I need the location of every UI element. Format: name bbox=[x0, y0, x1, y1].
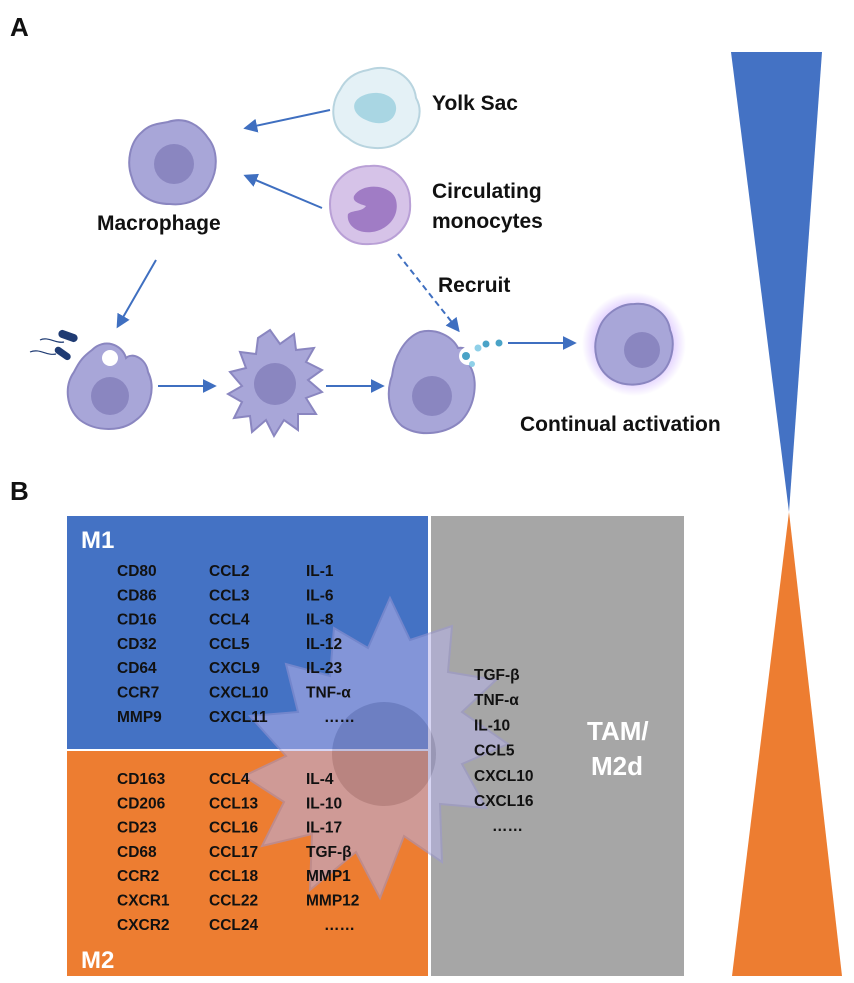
orange-wedge bbox=[732, 512, 842, 976]
m2-col3-item: IL-17 bbox=[306, 820, 342, 837]
yolk-sac-cell bbox=[332, 67, 421, 149]
m2-col3-item: TGF-β bbox=[306, 844, 352, 861]
tam-list-item: CXCL10 bbox=[474, 768, 533, 785]
tam-list-item: TNF-α bbox=[474, 692, 519, 709]
m1-col1-item: CD80 bbox=[117, 563, 157, 580]
m1-title: M1 bbox=[81, 527, 114, 554]
tam-list-item: TGF-β bbox=[474, 667, 520, 684]
m2-col1-item: CD163 bbox=[117, 771, 166, 788]
m2-col2-item: CCL4 bbox=[209, 771, 250, 788]
m1-col1-item: CD16 bbox=[117, 612, 157, 629]
m1-col3-item: TNF-α bbox=[306, 685, 351, 702]
m2-col2-item: CCL24 bbox=[209, 917, 258, 934]
arrow-monocyte-to-macrophage bbox=[243, 173, 323, 209]
m1-col3-item: …… bbox=[324, 709, 355, 726]
blue-wedge bbox=[731, 52, 822, 512]
m1-col2-item: CXCL9 bbox=[209, 660, 260, 677]
m1-col1-item: CCR7 bbox=[117, 685, 159, 702]
circulating-label-line2: monocytes bbox=[432, 210, 543, 233]
m1-col1-item: CD32 bbox=[117, 636, 157, 653]
bacteria-icon bbox=[29, 329, 78, 361]
continual-activation-label: Continual activation bbox=[520, 413, 721, 436]
large-macrophage-overlay bbox=[241, 595, 511, 901]
secreting-macrophage-cell bbox=[387, 330, 477, 435]
m2-col1-item: CD206 bbox=[117, 795, 166, 812]
m1-col3-item: IL-23 bbox=[306, 660, 343, 677]
m2-title: M2 bbox=[81, 947, 114, 974]
macrophage-cell bbox=[128, 119, 217, 206]
circulating-label-line1: Circulating bbox=[432, 180, 542, 203]
m2-col2-item: CCL16 bbox=[209, 820, 258, 837]
m2-col1-item: CXCR2 bbox=[117, 917, 170, 934]
phagocytic-macrophage-cell bbox=[66, 342, 153, 430]
m1-col3-item: IL-6 bbox=[306, 587, 334, 604]
m2-col3-item: MMP12 bbox=[306, 893, 359, 910]
macrophage-label: Macrophage bbox=[97, 212, 221, 235]
m2-col2-item: CCL18 bbox=[209, 868, 258, 885]
m2-col3-item: …… bbox=[324, 917, 355, 934]
cytokine-dots-icon bbox=[462, 339, 503, 367]
yolk-sac-label: Yolk Sac bbox=[432, 92, 518, 115]
tam-list-item: IL-10 bbox=[474, 717, 510, 734]
m2-col2-item: CCL17 bbox=[209, 844, 258, 861]
m1-col3-item: IL-8 bbox=[306, 612, 334, 629]
m2-col1-item: CCR2 bbox=[117, 868, 159, 885]
m2-col2-item: CCL13 bbox=[209, 795, 258, 812]
arrow-macrophage-to-phagocytosis bbox=[116, 259, 157, 329]
continual-activation-cell bbox=[582, 292, 686, 396]
m1-col2-item: CXCL10 bbox=[209, 685, 268, 702]
m2-col2-item: CCL22 bbox=[209, 893, 258, 910]
m2-col3-item: MMP1 bbox=[306, 868, 351, 885]
m2-col1-item: CXCR1 bbox=[117, 893, 170, 910]
m2-col3-item: IL-10 bbox=[306, 795, 342, 812]
panel-b-letter: B bbox=[10, 476, 29, 506]
m1-col2-item: CCL4 bbox=[209, 612, 250, 629]
m1-col2-item: CCL2 bbox=[209, 563, 249, 580]
m1-col1-item: MMP9 bbox=[117, 709, 162, 726]
m1-col2-item: CXCL11 bbox=[209, 709, 268, 726]
tam-list-item: CXCL16 bbox=[474, 793, 534, 810]
m2-col3-item: IL-4 bbox=[306, 771, 334, 788]
arrow-recruit bbox=[397, 253, 460, 333]
m2-col1-item: CD23 bbox=[117, 820, 157, 837]
arrow-yolk-to-macrophage bbox=[243, 109, 331, 133]
monocyte-cell bbox=[328, 164, 412, 246]
m1-col1-item: CD86 bbox=[117, 587, 157, 604]
m1-col3-item: IL-1 bbox=[306, 563, 334, 580]
panel-a-letter: A bbox=[10, 12, 29, 42]
recruit-label: Recruit bbox=[438, 274, 510, 297]
m1-col1-item: CD64 bbox=[117, 660, 157, 677]
m1-col2-item: CCL3 bbox=[209, 587, 250, 604]
m1-col3-item: IL-12 bbox=[306, 636, 342, 653]
tam-list-item: CCL5 bbox=[474, 743, 515, 760]
m1-col2-item: CCL5 bbox=[209, 636, 250, 653]
m2-col1-item: CD68 bbox=[117, 844, 157, 861]
tam-title-line2: M2d bbox=[591, 751, 643, 781]
tam-list-item: …… bbox=[492, 818, 523, 835]
tam-title-line1: TAM/ bbox=[587, 716, 649, 746]
activated-macrophage-cell bbox=[225, 328, 324, 439]
